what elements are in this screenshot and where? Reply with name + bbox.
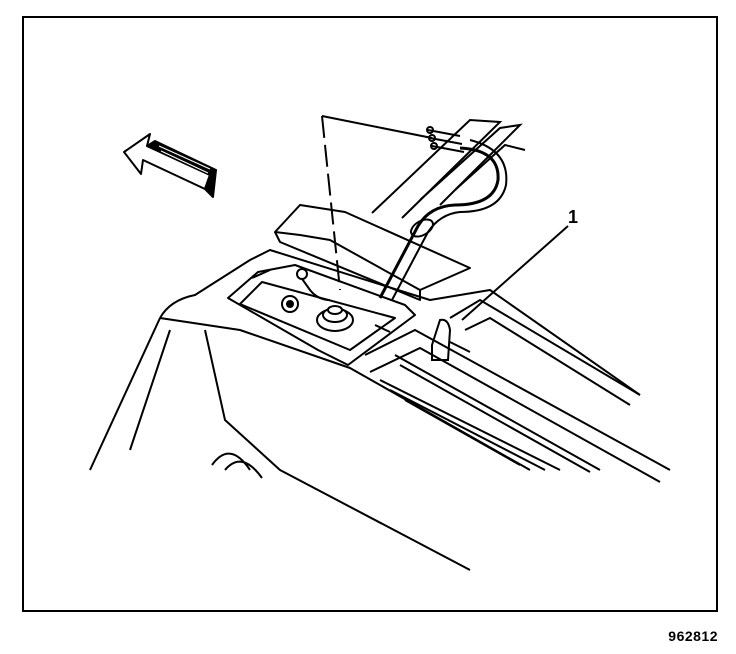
leader-line bbox=[321, 115, 433, 139]
figure-frame bbox=[22, 16, 718, 612]
switch-assembly bbox=[281, 268, 354, 332]
console-housing bbox=[89, 204, 641, 571]
floor-rails bbox=[364, 298, 671, 483]
figure-number: 962812 bbox=[668, 628, 718, 644]
callout-1-label: 1 bbox=[568, 207, 578, 227]
callout-1-leader bbox=[461, 225, 569, 321]
wiring-harness bbox=[371, 118, 526, 301]
leader-line bbox=[321, 115, 341, 291]
forward-arrow-icon bbox=[123, 133, 217, 198]
